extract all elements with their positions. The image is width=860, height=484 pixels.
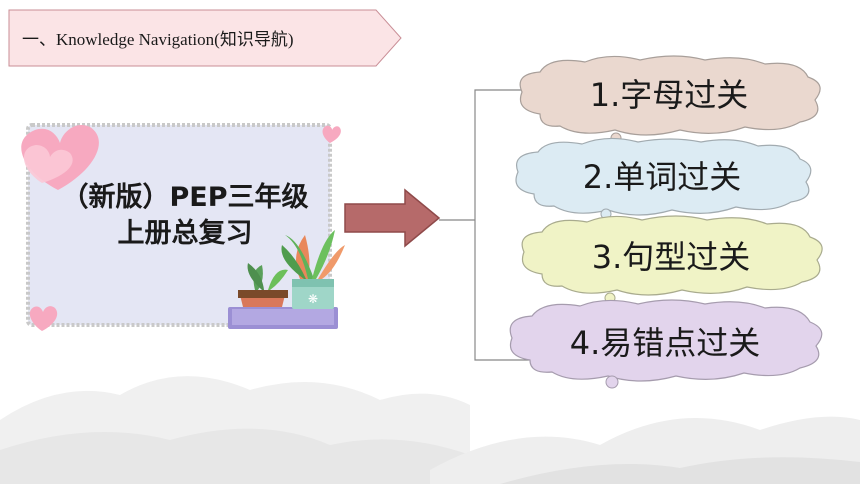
topic-cloud-4[interactable]: 4.易错点过关 [500,296,830,390]
card-title-line2: 上册总复习 [117,218,253,249]
topic-cloud-3[interactable]: 3.句型过关 [512,212,830,304]
cloud-shape [509,299,823,389]
topic-label: 3.句型过关 [591,238,751,276]
bracket-connector [439,89,533,361]
heart-icon [21,125,99,190]
topic-cloud-2[interactable]: 2.单词过关 [506,134,818,224]
cloud-shape [521,215,823,304]
topic-cloud-1[interactable]: 1.字母过关 [510,52,828,144]
topic-label: 1.字母过关 [589,76,749,114]
small-heart-icon [322,125,341,143]
review-card: ❋ [21,123,345,331]
title-tag-shape [8,9,402,67]
section-title: 一、Knowledge Navigation(知识导航) [22,30,294,49]
svg-text:❋: ❋ [308,292,318,306]
cloud-shape [515,137,812,220]
right-arrow-icon [344,188,441,248]
plant-pot-icon: ❋ [228,230,345,329]
card-title-line1: （新版）PEP三年级 [61,182,309,213]
topic-label: 2.单词过关 [582,158,742,196]
card-title: （新版）PEP三年级 上册总复习 [40,180,330,252]
small-heart-icon [29,306,58,331]
topic-label: 4.易错点过关 [569,324,761,362]
